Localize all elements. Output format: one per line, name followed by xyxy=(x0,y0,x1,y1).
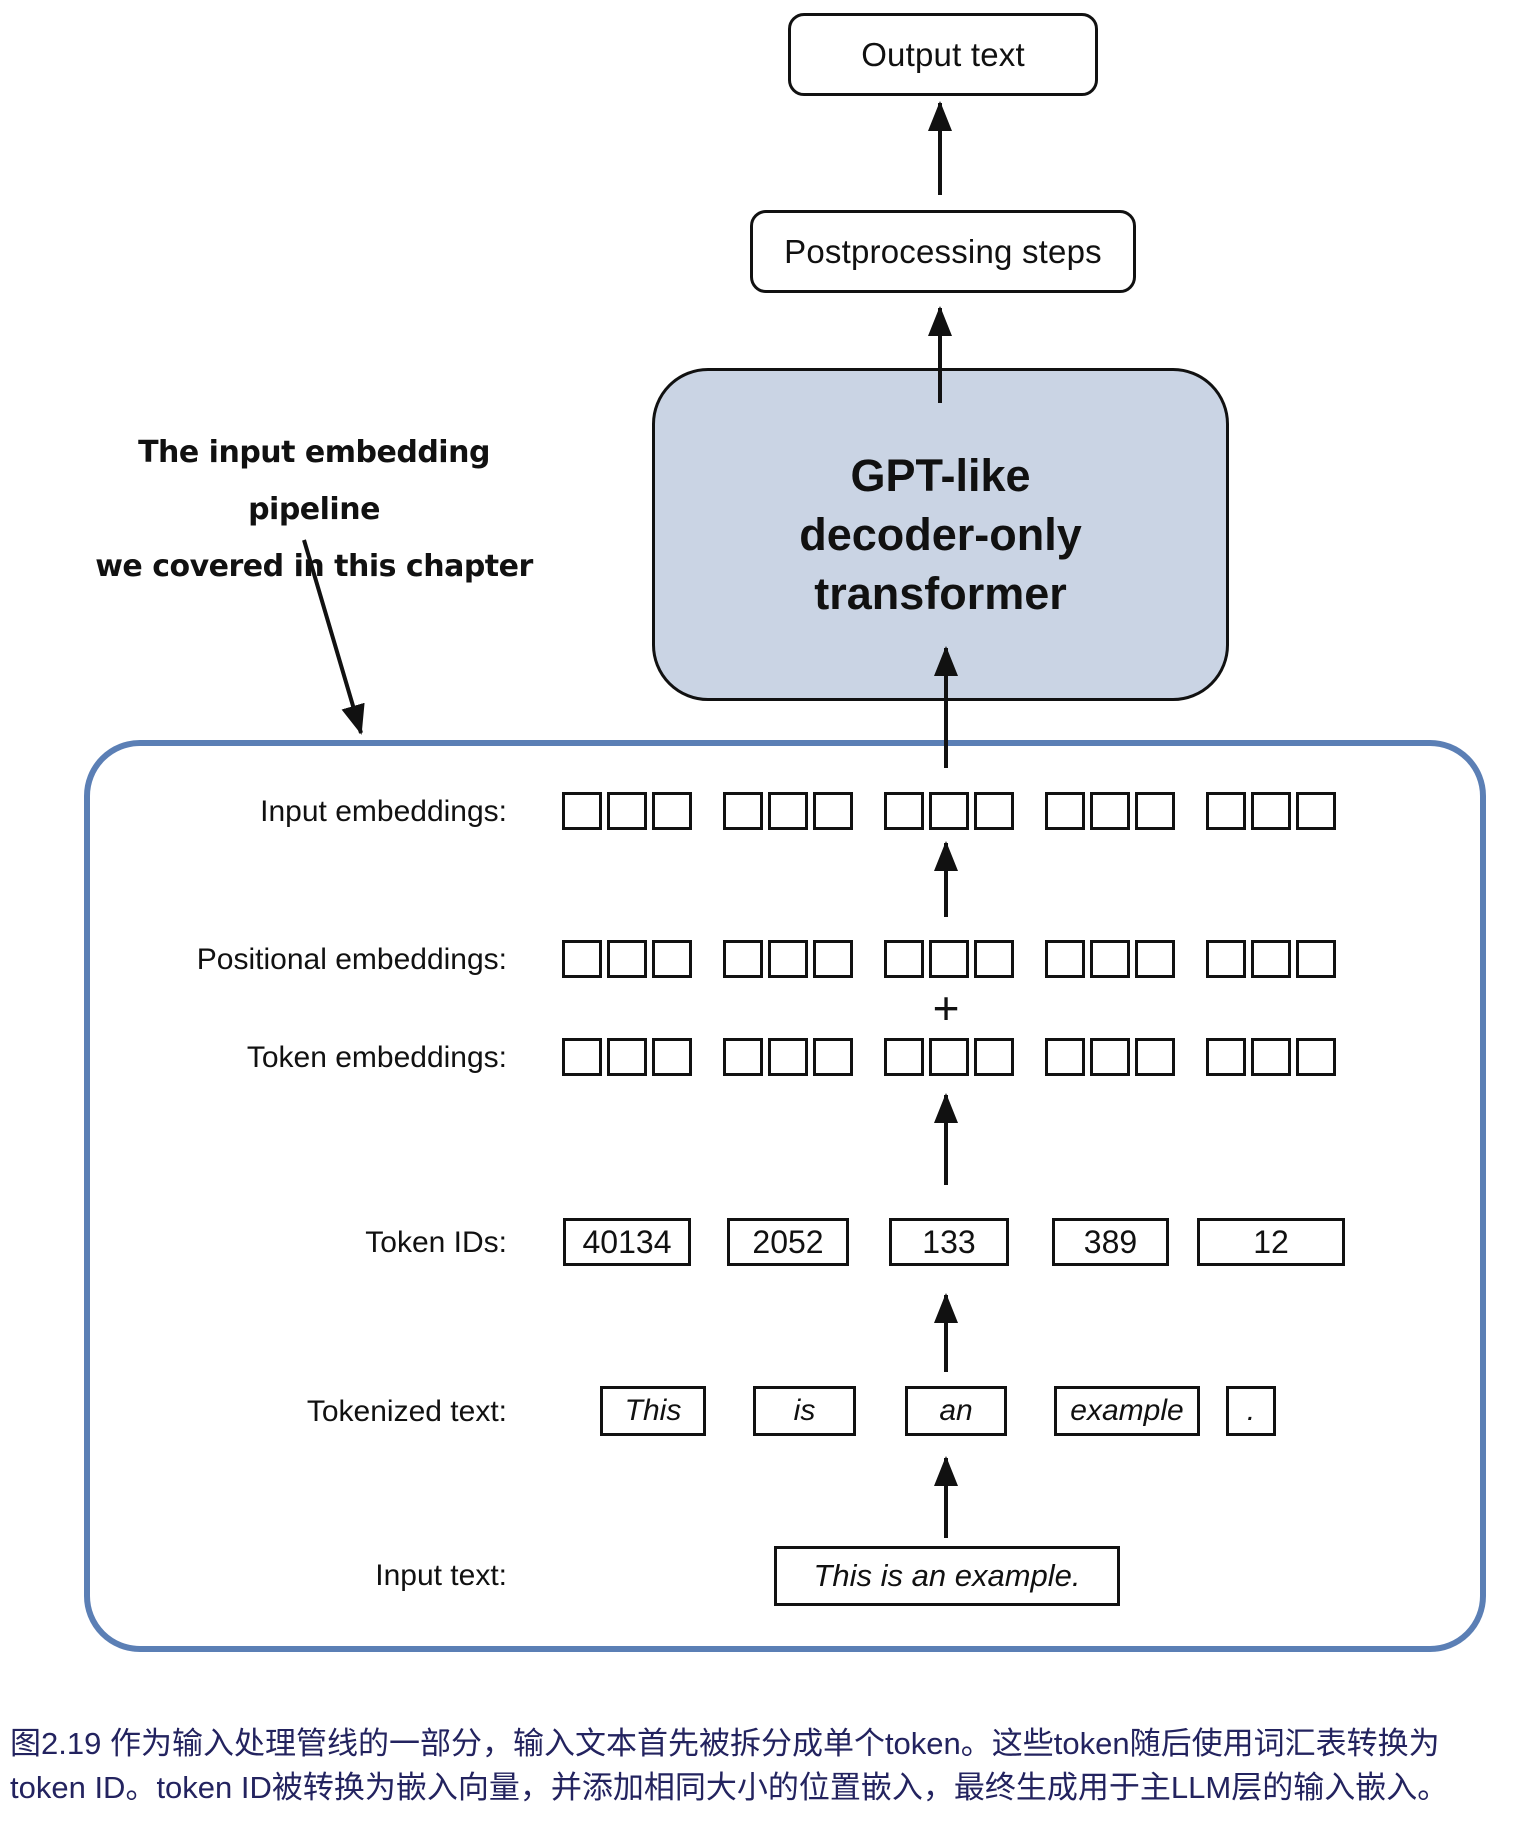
embedding-cell xyxy=(607,940,647,978)
embedding-vector-group xyxy=(884,792,1014,830)
embedding-cell xyxy=(1296,792,1336,830)
embedding-cell xyxy=(884,940,924,978)
embedding-cell xyxy=(723,1038,763,1076)
embedding-vector-group xyxy=(1206,940,1336,978)
annotation-line1: The input embedding pipeline xyxy=(138,435,490,527)
positional-embeddings-label: Positional embeddings: xyxy=(196,943,507,976)
token-id-box: 389 xyxy=(1052,1218,1169,1266)
embedding-cell xyxy=(768,1038,808,1076)
embedding-cell xyxy=(1206,940,1246,978)
embedding-cell xyxy=(1296,940,1336,978)
embedding-vector-group xyxy=(723,1038,853,1076)
embedding-vector-group xyxy=(884,1038,1014,1076)
embedding-cell xyxy=(813,940,853,978)
embedding-cell xyxy=(607,792,647,830)
embedding-vector-group xyxy=(1206,792,1336,830)
embedding-vector-group xyxy=(562,1038,692,1076)
transformer-line1: GPT-like xyxy=(850,450,1031,501)
input-text-label: Input text: xyxy=(375,1559,507,1592)
embedding-cell xyxy=(1206,1038,1246,1076)
embedding-cell xyxy=(884,792,924,830)
embedding-cell xyxy=(813,792,853,830)
embedding-vector-group xyxy=(1045,792,1175,830)
transformer-line3: transformer xyxy=(814,568,1067,619)
embedding-cell xyxy=(1135,940,1175,978)
transformer-box: GPT-like decoder-only transformer xyxy=(652,368,1229,701)
embedding-cell xyxy=(1045,1038,1085,1076)
embedding-cell xyxy=(1135,1038,1175,1076)
postprocessing-label: Postprocessing steps xyxy=(784,232,1102,270)
token-embeddings-label: Token embeddings: xyxy=(246,1041,507,1074)
embedding-cell xyxy=(813,1038,853,1076)
embedding-cell xyxy=(723,940,763,978)
caption-line1: 图2.19 作为输入处理管线的一部分，输入文本首先被拆分成单个token。这些t… xyxy=(10,1726,1440,1761)
figure-caption: 图2.19 作为输入处理管线的一部分，输入文本首先被拆分成单个token。这些t… xyxy=(10,1722,1510,1810)
input-text-box: This is an example. xyxy=(774,1546,1120,1606)
embedding-cell xyxy=(652,940,692,978)
embedding-cell xyxy=(1045,792,1085,830)
embedding-cell xyxy=(1251,1038,1291,1076)
embedding-cell xyxy=(974,1038,1014,1076)
token-box: an xyxy=(905,1386,1007,1436)
embedding-cell xyxy=(1090,1038,1130,1076)
positional-embeddings-row xyxy=(0,940,1514,980)
token-box: This xyxy=(600,1386,706,1436)
output-text-box: Output text xyxy=(788,13,1098,96)
token-embeddings-row xyxy=(0,1038,1514,1078)
embedding-vector-group xyxy=(562,792,692,830)
token-id-box: 12 xyxy=(1197,1218,1345,1266)
embedding-cell xyxy=(1251,792,1291,830)
embedding-vector-group xyxy=(1045,940,1175,978)
embedding-cell xyxy=(929,792,969,830)
annotation-note: The input embedding pipeline we covered … xyxy=(88,424,540,595)
token-id-box: 2052 xyxy=(727,1218,849,1266)
embedding-cell xyxy=(562,1038,602,1076)
embedding-cell xyxy=(768,940,808,978)
embedding-cell xyxy=(884,1038,924,1076)
embedding-cell xyxy=(1045,940,1085,978)
tokenized-text-label: Tokenized text: xyxy=(306,1395,507,1428)
embedding-vector-group xyxy=(562,940,692,978)
embedding-cell xyxy=(929,1038,969,1076)
transformer-line2: decoder-only xyxy=(799,509,1082,560)
embedding-vector-group xyxy=(723,792,853,830)
token-ids-label: Token IDs: xyxy=(365,1226,507,1259)
token-box: example xyxy=(1054,1386,1200,1436)
embedding-cell xyxy=(1251,940,1291,978)
embedding-cell xyxy=(723,792,763,830)
caption-line2: token ID。token ID被转换为嵌入向量，并添加相同大小的位置嵌入，最… xyxy=(10,1770,1449,1805)
embedding-vector-group xyxy=(1045,1038,1175,1076)
embedding-cell xyxy=(562,792,602,830)
embedding-vector-group xyxy=(884,940,1014,978)
token-id-box: 40134 xyxy=(563,1218,691,1266)
embedding-cell xyxy=(1135,792,1175,830)
output-text-label: Output text xyxy=(861,35,1025,73)
token-id-box: 133 xyxy=(889,1218,1009,1266)
embedding-cell xyxy=(652,792,692,830)
embedding-cell xyxy=(1296,1038,1336,1076)
postprocessing-box: Postprocessing steps xyxy=(750,210,1136,293)
embedding-cell xyxy=(1090,792,1130,830)
embedding-cell xyxy=(1090,940,1130,978)
embedding-cell xyxy=(562,940,602,978)
embedding-cell xyxy=(974,940,1014,978)
embedding-cell xyxy=(607,1038,647,1076)
input-embeddings-row xyxy=(0,792,1514,832)
token-box: is xyxy=(753,1386,856,1436)
embedding-cell xyxy=(1206,792,1246,830)
embedding-cell xyxy=(768,792,808,830)
embedding-cell xyxy=(974,792,1014,830)
embedding-vector-group xyxy=(1206,1038,1336,1076)
token-box: . xyxy=(1226,1386,1276,1436)
embedding-vector-group xyxy=(723,940,853,978)
plus-sign: + xyxy=(932,982,960,1034)
annotation-line2: we covered in this chapter xyxy=(95,549,533,584)
embedding-cell xyxy=(929,940,969,978)
embedding-cell xyxy=(652,1038,692,1076)
embedding-pipeline-container xyxy=(84,740,1486,1652)
input-embeddings-label: Input embeddings: xyxy=(260,795,507,828)
